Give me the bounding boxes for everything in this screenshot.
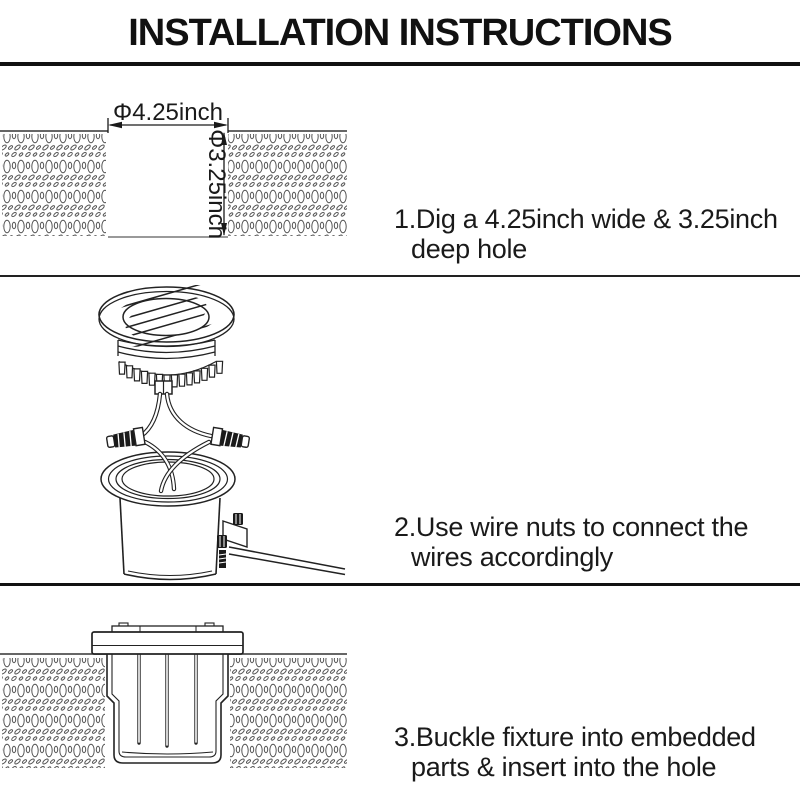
step-1-line-1: 1.Dig a 4.25inch wide & 3.25inch [394, 204, 778, 234]
separator-top [0, 62, 800, 66]
fixture-neck-rings [117, 339, 216, 360]
separator-middle [0, 275, 800, 277]
step-2-line-1: 2.Use wire nuts to connect the [394, 512, 749, 542]
width-dimension [107, 118, 229, 133]
sleeve-wires [137, 652, 198, 748]
step-3-line-2: parts & insert into the hole [411, 752, 717, 782]
depth-dimension-label: Φ3.25inch [203, 129, 230, 239]
fixture-wiring-diagram [95, 283, 346, 581]
step-1-line-2: deep hole [411, 234, 527, 264]
fixture-head [95, 283, 238, 395]
depth-dimension [221, 132, 227, 236]
separator-bottom [0, 583, 800, 586]
lens-opening [122, 297, 210, 337]
installed-fixture-diagram [0, 622, 347, 768]
step-2-line-2: wires accordingly [411, 542, 613, 572]
step-3-text: 3.Buckle fixture into embedded parts & i… [394, 722, 798, 782]
wire-nut-right [210, 426, 251, 448]
hole-diagram: Φ4.25inch Φ3.25inch [0, 99, 347, 239]
fixture-cap [91, 622, 244, 655]
ground-texture [2, 134, 347, 236]
cable-clamp [217, 513, 248, 568]
outgoing-cable [228, 546, 346, 576]
step-3-line-1: 3.Buckle fixture into embedded [394, 722, 756, 752]
wire-nut-left [105, 426, 146, 448]
page-title: INSTALLATION INSTRUCTIONS [128, 12, 673, 54]
step-2-text: 2.Use wire nuts to connect the wires acc… [394, 512, 798, 572]
heat-sink-fins [118, 360, 224, 388]
lens-louvers [120, 288, 212, 346]
step-1-text: 1.Dig a 4.25inch wide & 3.25inch deep ho… [394, 204, 798, 264]
ground-texture [2, 658, 347, 768]
width-dimension-label: Φ4.25inch [113, 99, 223, 126]
